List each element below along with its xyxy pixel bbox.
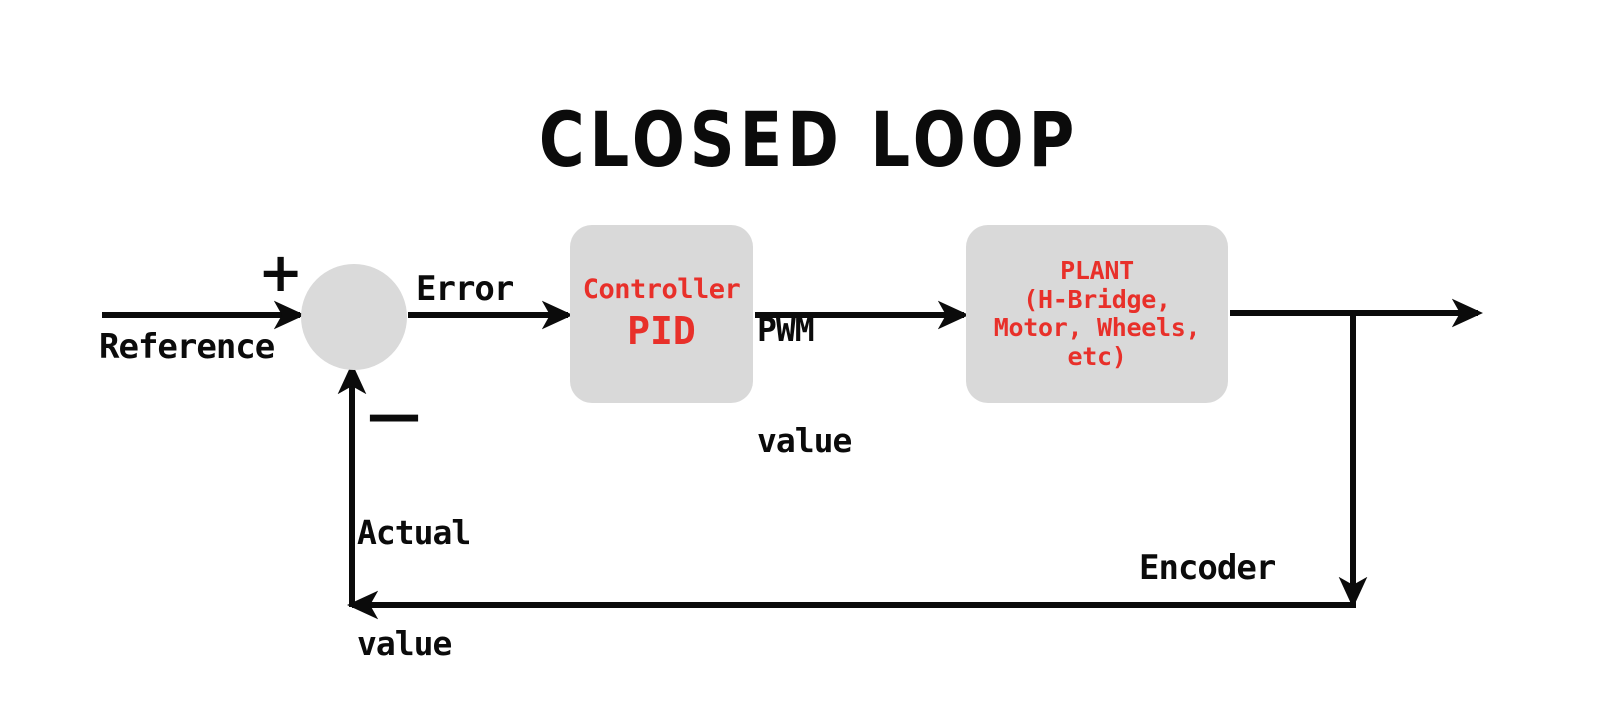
controller-block-line-1: Controller: [582, 273, 741, 305]
summing-junction: [301, 264, 407, 370]
plant-block-line-4: etc): [1067, 341, 1127, 371]
reference-label: Reference: [99, 327, 275, 367]
plant-block-line-3: Motor, Wheels,: [993, 313, 1201, 342]
pwm-value-label: PWM value: [757, 238, 852, 534]
actual-value-label: Actual value: [357, 441, 471, 722]
actual-value-label-line-2: value: [357, 623, 452, 663]
error-label: Error: [416, 269, 514, 309]
controller-block-line-2: PID: [627, 308, 696, 353]
plus-sign: +: [258, 241, 304, 304]
plant-block[interactable]: PLANT (H-Bridge, Motor, Wheels, etc): [966, 225, 1228, 403]
actual-value-label-line-1: Actual: [357, 512, 471, 552]
plant-block-line-1: PLANT: [1060, 256, 1134, 285]
controller-block[interactable]: Controller PID: [570, 225, 753, 403]
page-title: CLOSED LOOP: [538, 95, 1080, 184]
plant-block-line-2: (H-Bridge,: [1023, 284, 1171, 314]
pwm-value-label-line-1: PWM: [757, 309, 815, 349]
minus-sign: —: [367, 383, 421, 446]
pwm-value-label-line-2: value: [757, 420, 852, 460]
encoder-label: Encoder: [1139, 548, 1276, 588]
